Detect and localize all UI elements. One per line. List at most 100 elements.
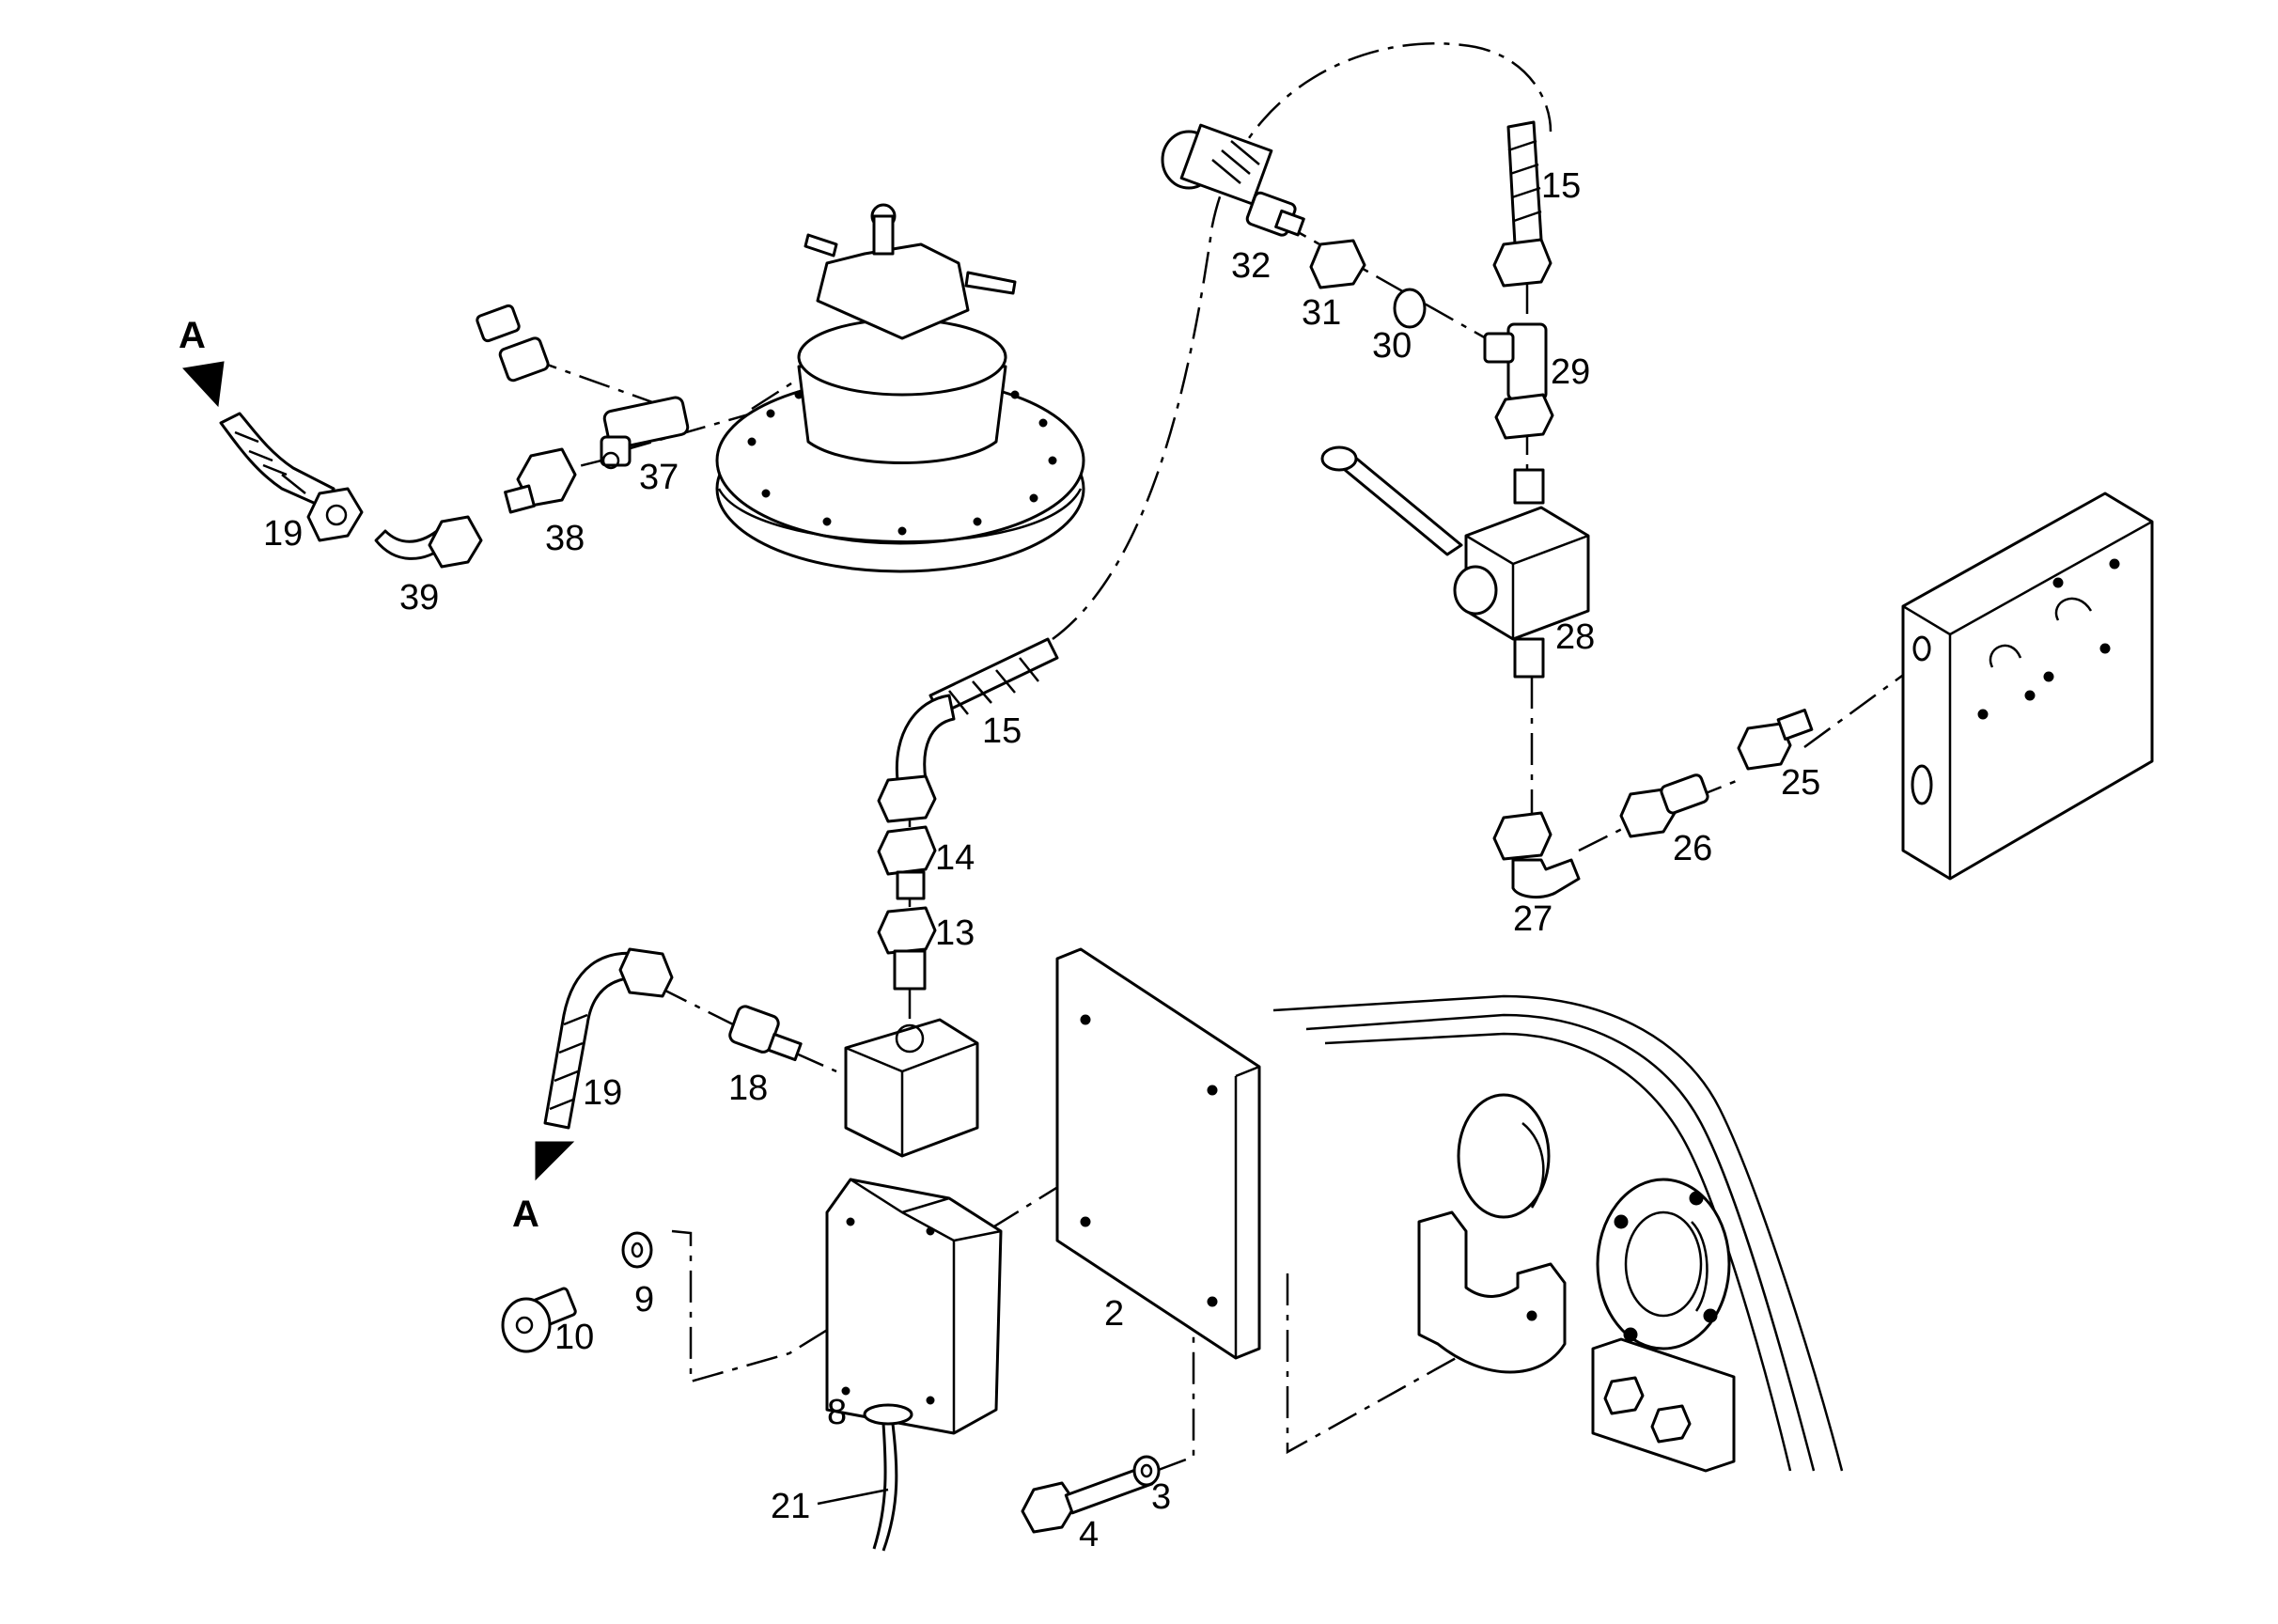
manifold-block-bores [1989,597,2093,668]
washer-9-outer [621,1231,653,1269]
leader-plate-bracket [1286,1273,1533,1455]
hose-15-upper [1492,120,1552,288]
valve-block [844,1018,979,1158]
frame-bore-inner [1521,1122,1545,1209]
nut-19-lower [618,947,674,998]
nut-19-upper [306,487,364,542]
valve-block-port [895,1023,925,1054]
tee-37-bore [601,451,620,470]
screw-10-socket [515,1316,534,1335]
leader-19-18 [657,985,837,1073]
plug-b [498,336,550,383]
sleeve-30 [1393,288,1427,329]
frame-bore [1457,1093,1551,1219]
label-37: 37 [639,458,679,497]
hose-15-lower [877,637,1059,823]
ball-valve-28-lever-knob [1320,445,1358,472]
arrow-a-bottom-icon [535,1141,575,1181]
fitting-13-body [893,949,927,991]
label-19-lower: 19 [583,1073,622,1113]
nut-15-lower [877,774,937,823]
label-4: 4 [1079,1515,1099,1554]
arrow-a-bottom [535,1141,575,1181]
frame-outline-outer [1272,994,1844,1472]
label-25: 25 [1781,763,1820,803]
label-30: 30 [1372,326,1412,366]
label-26: 26 [1673,829,1712,868]
tee-37 [600,396,690,470]
hose-19-upper-braid [234,430,306,494]
fitting-14-thread [896,870,926,900]
round-flange-bore [1624,1210,1703,1318]
plate-2-edge [1079,949,1260,1358]
manifold-block-plug [1911,764,1933,805]
sleeve-30-body [1393,288,1427,329]
label-38: 38 [545,519,585,558]
fitting-38-thread [504,484,536,514]
motor-side-screw [964,271,1017,295]
manifold-block-body [1901,492,2154,881]
arrow-a-top [182,361,225,408]
frame-outline-mid [1305,1013,1816,1472]
nut-31 [1309,239,1366,289]
label-15-upper: 15 [1541,166,1581,206]
elbow-27-body [1511,858,1581,899]
label-13: 13 [935,914,975,953]
valve-block-body [844,1018,979,1158]
ball-valve-28-edges [1465,534,1589,639]
fitting-26 [1619,773,1709,838]
unit-8-gland [863,1403,913,1426]
manifold-block-edges [1902,520,2153,879]
clamp-plate [1591,1337,1736,1473]
elbow-27-nut [1492,811,1552,861]
cable-21 [882,1423,898,1552]
screw-10 [501,1287,577,1353]
fitting-13-hex [877,906,937,955]
hose-19-upper-body [219,412,335,509]
screw-10-head [501,1297,552,1353]
label-3: 3 [1151,1477,1171,1517]
tee-29-nut [1494,393,1554,440]
plug-a [476,304,521,343]
hose-19-upper [219,412,364,542]
plate-2 [1055,947,1261,1360]
fitting-14-hex [877,825,937,876]
unit-8-body [825,1178,1003,1435]
frame-outline-inner [1324,1032,1792,1472]
hose-15-upper-braid [1507,139,1542,223]
unit-8-edges [850,1178,1002,1433]
solenoid-32-hatch [1211,140,1260,184]
motor-flange-edge [717,488,1083,543]
label-27: 27 [1513,899,1552,939]
plate-2-holes [1080,1014,1218,1307]
label-21-pointer [817,1488,889,1506]
motor-assembly [715,203,1085,573]
washer-3-outer [1132,1455,1161,1487]
fitting-13 [877,906,937,991]
label-arrow-a-bottom: A [512,1194,539,1235]
label-arrow-a-top: A [179,315,206,356]
round-flange [1596,1178,1731,1351]
fitting-18 [728,1005,803,1062]
ball-valve-28-top-thread [1513,468,1545,505]
plate-2-face [1055,947,1261,1360]
elbow-27 [1492,811,1581,899]
solenoid-32 [1161,123,1305,237]
solenoid-32-thread [1274,209,1305,237]
label-2: 2 [1104,1294,1124,1334]
manifold-block-port [1912,635,1931,662]
label-10: 10 [554,1318,594,1357]
arrow-a-top-icon [182,361,225,408]
motor-bolt-holes [747,390,1057,536]
leader-32-29 [1277,219,1495,345]
round-flange-bolts [1614,1191,1718,1342]
label-15-lower: 15 [982,711,1022,751]
u-bracket [1417,1210,1567,1374]
fitting-26-body [1660,773,1709,815]
unit-8 [825,1178,1003,1552]
washer-9 [621,1231,653,1269]
label-14: 14 [935,838,975,878]
label-31: 31 [1302,293,1341,333]
fitting-38 [504,447,577,514]
fitting-14 [877,825,937,900]
